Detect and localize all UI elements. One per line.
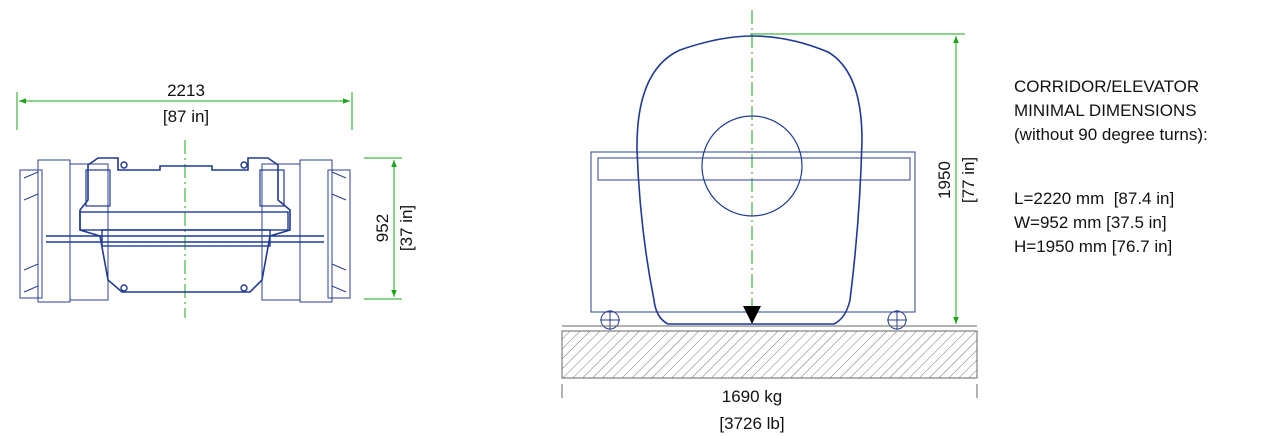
floor-hatch xyxy=(561,325,978,398)
weight-value: 1690 kg xyxy=(722,387,783,406)
scanner-housing xyxy=(636,35,863,325)
depth-dim-value: 952 xyxy=(373,214,392,242)
height-dim-imperial: [77 in] xyxy=(959,157,978,203)
width-dimension: 2213 [87 in] xyxy=(16,81,353,130)
height-dim-value: 1950 xyxy=(935,161,954,199)
notes-length: L=2220 mm [87.4 in] xyxy=(1014,189,1174,208)
dimension-notes: CORRIDOR/ELEVATOR MINIMAL DIMENSIONS (wi… xyxy=(1014,77,1208,256)
top-view: 2213 [87 in] 952 [37 in] xyxy=(16,81,416,318)
notes-heading-line-2: MINIMAL DIMENSIONS xyxy=(1014,101,1197,120)
notes-width: W=952 mm [37.5 in] xyxy=(1014,213,1167,232)
front-view: 1950 [77 in] 1690 kg xyxy=(561,10,978,433)
weight-imperial: [3726 lb] xyxy=(719,414,784,433)
center-of-gravity-marker xyxy=(743,306,761,324)
width-dim-imperial: [87 in] xyxy=(163,107,209,126)
width-dim-value: 2213 xyxy=(167,81,205,100)
depth-dim-imperial: [37 in] xyxy=(397,205,416,251)
notes-height: H=1950 mm [76.7 in] xyxy=(1014,237,1172,256)
notes-heading-line-1: CORRIDOR/ELEVATOR xyxy=(1014,77,1199,96)
support-frame xyxy=(590,151,916,330)
depth-dimension: 952 [37 in] xyxy=(364,157,416,300)
notes-heading-line-3: (without 90 degree turns): xyxy=(1014,125,1208,144)
bore-outline xyxy=(701,115,803,217)
top-view-outline xyxy=(19,157,351,303)
